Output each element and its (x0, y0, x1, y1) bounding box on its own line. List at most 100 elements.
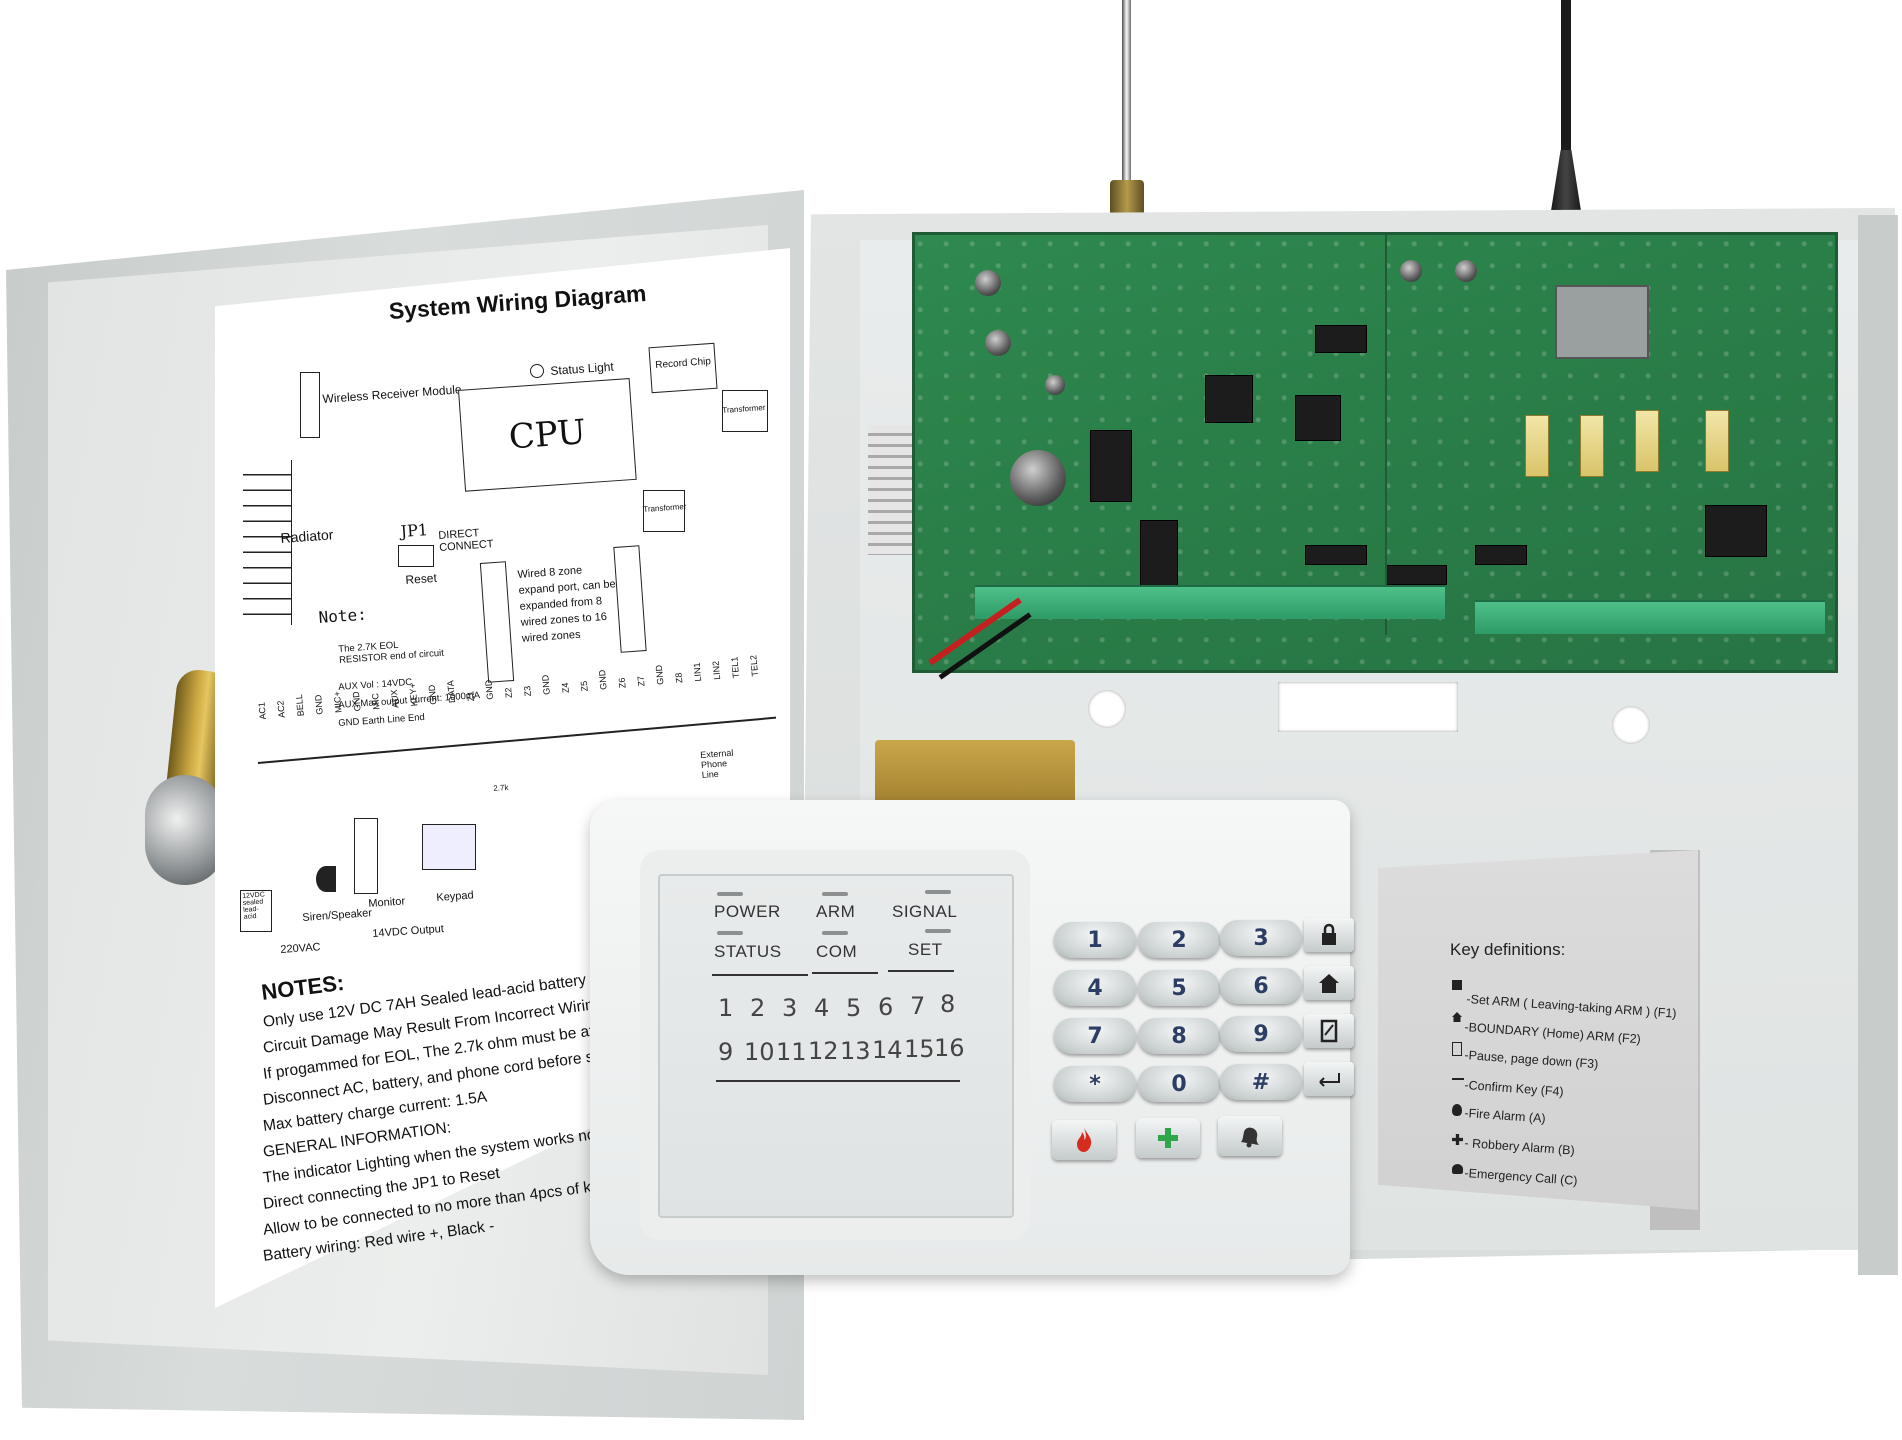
terminal-label: AUX (388, 689, 401, 709)
enter-icon (1319, 1073, 1340, 1087)
terminal-label: DATA (445, 679, 458, 704)
terminal-label: Z1 (465, 690, 477, 702)
zone-number: 9 (718, 1038, 734, 1066)
fire-alarm-key[interactable] (1052, 1120, 1116, 1160)
key-4[interactable]: 4 (1054, 970, 1136, 1006)
key-9[interactable]: 9 (1220, 1016, 1302, 1052)
capacitor (1400, 260, 1422, 282)
terminal-label: Z7 (635, 675, 647, 687)
fire-icon (1077, 1128, 1092, 1152)
ic-chip (1305, 545, 1367, 565)
relay (1580, 415, 1604, 477)
terminal-label: Z2 (503, 687, 515, 699)
capacitor (1045, 375, 1065, 395)
phone-line-label: External Phone Line (700, 747, 734, 780)
key-5[interactable]: 5 (1138, 970, 1220, 1006)
key-hash[interactable]: # (1220, 1064, 1302, 1100)
key-1[interactable]: 1 (1054, 922, 1136, 958)
terminal-label: KEY+ (407, 682, 420, 707)
signal-led (925, 890, 951, 894)
zone-underline (716, 1080, 960, 1082)
terminal-label: Z4 (559, 682, 571, 694)
arm-home-key[interactable] (1304, 966, 1354, 1000)
arm-away-key[interactable] (1304, 918, 1354, 952)
cable-slot (1278, 682, 1458, 732)
microcontroller-chip (1205, 375, 1253, 423)
terminal-wiring-line (257, 716, 777, 764)
ic-chip (1295, 395, 1341, 441)
emergency-call-key[interactable] (1218, 1116, 1282, 1156)
resistor-label: 2.7k (493, 782, 509, 793)
com-led (822, 931, 848, 935)
terminal-label: BELL (293, 693, 306, 717)
zone-number: 13 (840, 1037, 871, 1065)
jp1-label: JP1 (400, 520, 429, 541)
direct-connect-label: DIRECT CONNECT (438, 527, 494, 554)
terminal-label: AC1 (256, 701, 268, 720)
terminal-label: AC2 (275, 700, 287, 719)
zone-number: 1 (718, 994, 734, 1022)
circuit-board (912, 232, 1838, 673)
key-definitions-title: Key definitions: (1450, 940, 1566, 959)
enclosure-right-wall (1858, 215, 1898, 1275)
arm-indicator-label: ARM (816, 902, 856, 921)
zone-number: 6 (878, 993, 894, 1021)
zone-number: 8 (940, 990, 956, 1018)
home-icon (1452, 1012, 1462, 1022)
power-led (717, 892, 743, 896)
terminal-label: GND (426, 684, 439, 706)
sim-card-holder (1555, 285, 1649, 359)
pause-icon (1452, 1042, 1462, 1056)
indicator-underline (712, 974, 808, 976)
reset-label: Reset (405, 570, 438, 587)
telescopic-antenna (1122, 0, 1131, 205)
capacitor (985, 330, 1011, 356)
enter-key[interactable] (1304, 1062, 1354, 1096)
battery-label: 12VDC sealed lead-acid (242, 891, 266, 921)
terminal-label: TEL1 (729, 656, 742, 679)
com-indicator-label: COM (816, 942, 858, 961)
key-3[interactable]: 3 (1220, 920, 1302, 956)
key-8[interactable]: 8 (1138, 1018, 1220, 1054)
power-indicator-label: POWER (714, 902, 781, 921)
terminal-label: GND (540, 674, 552, 696)
expand-port-note: Wired 8 zone expand port, can be expande… (517, 564, 617, 645)
cpu-box: CPU (458, 378, 637, 492)
indicator-underline (888, 970, 954, 972)
pause-key[interactable] (1304, 1014, 1354, 1048)
mounting-hole (1612, 706, 1650, 744)
transformer-box-2 (643, 490, 685, 532)
mounting-hole (1088, 690, 1126, 728)
jp1-jumper (398, 545, 434, 567)
terminal-label: Z8 (673, 672, 685, 684)
status-indicator-label: STATUS (714, 942, 782, 961)
lock-icon (1452, 980, 1462, 990)
terminal-label: MIC (370, 692, 382, 711)
key-0[interactable]: 0 (1138, 1066, 1220, 1102)
zone-number: 4 (814, 994, 830, 1022)
relay (1090, 430, 1132, 502)
key-7[interactable]: 7 (1054, 1018, 1136, 1054)
relay (1705, 505, 1767, 557)
cross-icon (1452, 1134, 1463, 1145)
speaker-icon (316, 866, 336, 892)
key-2[interactable]: 2 (1138, 922, 1220, 958)
capacitor (975, 270, 1001, 296)
home-icon (1319, 974, 1339, 993)
terminal-block (975, 585, 1445, 619)
indicator-underline (812, 972, 878, 974)
lock-icon[interactable] (145, 775, 225, 885)
terminal-label: GND (313, 694, 325, 716)
key-star[interactable]: * (1054, 1066, 1136, 1102)
zone-number: 3 (782, 994, 798, 1022)
zone-number: 14 (872, 1036, 903, 1064)
battery-symbol (240, 890, 272, 932)
pause-icon (1320, 1019, 1338, 1043)
zone-number: 16 (934, 1034, 965, 1062)
bell-icon (1452, 1164, 1463, 1174)
lock-icon (1322, 923, 1336, 945)
key-6[interactable]: 6 (1220, 968, 1302, 1004)
robbery-alarm-key[interactable] (1136, 1118, 1200, 1158)
terminal-label: GND (350, 690, 363, 712)
sim-card-slot (1385, 235, 1387, 635)
